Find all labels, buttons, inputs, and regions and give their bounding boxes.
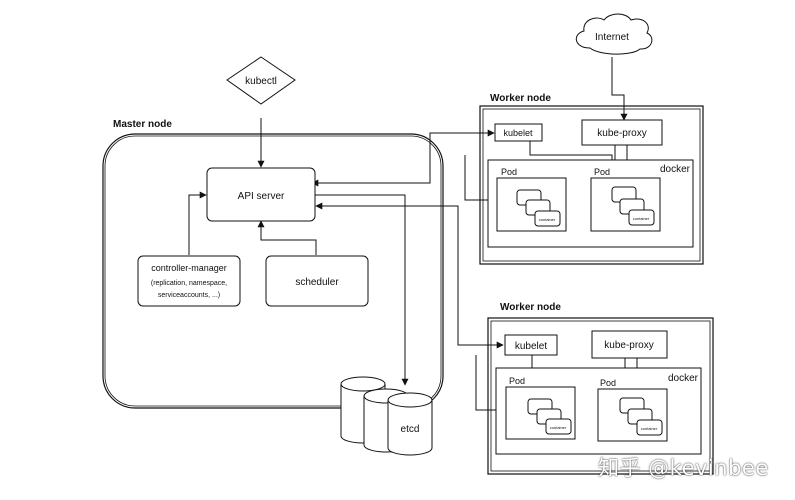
arrow-internet-to-kubeproxy xyxy=(611,57,628,121)
controller-manager-line1: (replication, namespace, xyxy=(151,280,227,287)
kubelet-label: kubelet xyxy=(503,128,533,138)
api-server-box xyxy=(206,167,316,222)
kube-proxy-label: kube-proxy xyxy=(604,340,653,351)
etcd-cluster: etcd xyxy=(340,376,433,456)
worker-node-2: Worker node kubelet kube-proxy docker Po… xyxy=(487,302,714,475)
container-box xyxy=(636,419,663,436)
container-label: container xyxy=(550,425,567,430)
scheduler-box xyxy=(265,255,369,307)
controller-manager-line2: serviceaccounts, ...) xyxy=(158,292,220,299)
controller-manager-box xyxy=(137,255,241,307)
arrow-scheduler-to-api xyxy=(257,220,317,255)
docker-label: docker xyxy=(668,373,699,384)
pod-label: Pod xyxy=(501,167,517,177)
master-node-border xyxy=(102,133,444,409)
arrow-controller-to-api xyxy=(188,191,207,255)
watermark: 知乎 @kevinbee xyxy=(598,456,769,480)
arrow-api-worker2-kubelet xyxy=(315,202,504,349)
scheduler-label: scheduler xyxy=(295,277,339,288)
worker-node-title: Worker node xyxy=(490,93,551,104)
container-box xyxy=(534,210,561,227)
container-box xyxy=(545,418,572,435)
container-box xyxy=(628,209,655,226)
container-label: container xyxy=(539,217,556,222)
container-label: container xyxy=(641,426,658,431)
master-node: Master node API server controller-manage… xyxy=(102,119,444,409)
controller-manager-title: controller-manager xyxy=(151,263,227,273)
kubectl-node: kubectl xyxy=(226,56,296,105)
docker-label: docker xyxy=(660,164,691,175)
kubelet-box xyxy=(494,123,543,142)
arrow-api-worker1-kubelet xyxy=(311,129,495,187)
kube-proxy-box xyxy=(581,119,663,146)
internet-cloud: Internet xyxy=(575,13,653,55)
etcd-cylinder xyxy=(387,392,433,456)
container-label: container xyxy=(633,216,650,221)
pod-label: Pod xyxy=(594,167,610,177)
kube-proxy-box xyxy=(591,330,668,359)
worker-node-1: Worker node kubelet kube-proxy docker Po… xyxy=(479,93,704,265)
kubelet-box xyxy=(504,334,558,356)
kubelet-label: kubelet xyxy=(515,341,547,352)
kubectl-label: kubectl xyxy=(245,76,277,87)
internet-label: Internet xyxy=(595,32,629,43)
master-node-title: Master node xyxy=(113,119,172,130)
api-server-label: API server xyxy=(238,191,285,202)
pod-label: Pod xyxy=(509,376,525,386)
etcd-label: etcd xyxy=(401,424,420,435)
pod-label: Pod xyxy=(600,378,616,388)
kube-proxy-label: kube-proxy xyxy=(597,128,646,139)
worker-node-title: Worker node xyxy=(500,302,561,313)
